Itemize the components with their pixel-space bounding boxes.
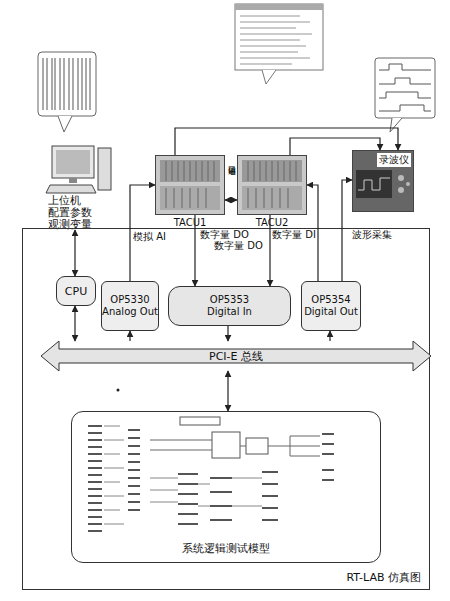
bus-band: PCI-E 总线 xyxy=(41,341,431,371)
screenshot-bubble xyxy=(38,52,96,116)
model-wires xyxy=(150,478,262,506)
oscilloscope-knob xyxy=(398,175,404,181)
process-box: CPU xyxy=(56,276,96,306)
model-wires xyxy=(150,436,320,456)
signal-label: 数字量 DO xyxy=(214,240,263,252)
monitor-stand xyxy=(69,178,77,183)
frame-title: RT-LAB 仿真图 xyxy=(347,570,421,585)
model-outports xyxy=(322,434,334,480)
frame-box: RT-LAB 仿真图 CPU OP5330 Analog Out OP5353 Dig… xyxy=(22,228,430,590)
tower-icon xyxy=(98,148,111,190)
model-inports xyxy=(88,426,102,531)
connector xyxy=(74,306,75,341)
connector xyxy=(74,230,75,276)
connector xyxy=(194,215,195,286)
signal-label: 模拟 AI xyxy=(133,231,166,243)
signal-label: 波形采集 xyxy=(352,229,392,241)
screenshot-window xyxy=(235,4,323,70)
model-blocks xyxy=(128,430,140,510)
bubble-pointer xyxy=(390,118,402,132)
cabinet-box: TACU1 xyxy=(155,155,225,215)
connector xyxy=(227,326,228,341)
waveform-trace xyxy=(379,64,431,70)
oscilloscope-box: 录波仪 xyxy=(352,150,414,212)
model-block xyxy=(180,417,220,425)
oscilloscope-screen xyxy=(356,170,392,198)
node-label: CPU xyxy=(65,285,87,298)
bubble-pointer xyxy=(58,116,72,132)
keyboard-icon xyxy=(46,185,96,193)
connector xyxy=(175,128,398,155)
host-computer: 上位机 配置参数 观测变量 xyxy=(35,140,115,230)
model-blocks xyxy=(262,472,278,520)
signal-label: 数字量 DI xyxy=(272,229,316,241)
waveform-bubble xyxy=(375,58,435,118)
node-label: TACU2 xyxy=(238,217,306,228)
cabinet-body xyxy=(155,155,225,215)
double-arrow-band xyxy=(41,341,431,371)
connector xyxy=(290,138,380,155)
oscilloscope-knob xyxy=(406,182,410,186)
model-box: 系统逻辑测试模型 xyxy=(71,411,381,563)
process-box: OP5354 Digital Out xyxy=(301,281,361,331)
node-label: TACU1 xyxy=(156,217,224,228)
signal-label: 数字量 DO xyxy=(200,229,249,241)
oscilloscope-knob xyxy=(398,187,404,193)
oscilloscope-trace xyxy=(358,178,390,190)
waveform-trace xyxy=(379,78,431,84)
process-box: OP5330 Analog Out xyxy=(101,281,159,331)
monitor-icon xyxy=(52,146,94,178)
model-block xyxy=(246,438,268,454)
cabinet-box: TACU2 xyxy=(237,155,307,215)
band-label: PCI-E 总线 xyxy=(209,349,263,364)
oscilloscope-body xyxy=(352,150,414,212)
node-label: 系统逻辑测试模型 xyxy=(72,541,380,556)
node-label: 录波仪 xyxy=(377,153,411,167)
model-blocks xyxy=(178,474,232,524)
connector xyxy=(342,180,352,281)
window-titlebar xyxy=(235,4,323,10)
connector xyxy=(269,215,270,286)
node-label: 上位机 配置参数 观测变量 xyxy=(48,195,94,231)
cabinet-body xyxy=(237,155,307,215)
connector xyxy=(129,331,130,341)
waveform-trace xyxy=(379,92,431,98)
waveform-trace xyxy=(379,105,431,111)
connector xyxy=(225,199,237,200)
cabinet-cards xyxy=(166,161,214,208)
connector xyxy=(227,371,228,411)
node-label: OP5330 Analog Out xyxy=(102,294,158,318)
process-box: OP5353 Digital In xyxy=(168,286,291,326)
connector xyxy=(329,331,330,341)
node-label: OP5354 Digital Out xyxy=(302,294,360,318)
screenshot-lines xyxy=(240,16,312,64)
cabinet-cards xyxy=(248,161,296,208)
model-block xyxy=(212,432,240,458)
stray-dot xyxy=(117,389,120,392)
bubble-pointer xyxy=(262,70,276,84)
node-label: OP5353 Digital In xyxy=(199,294,261,318)
bar-pattern xyxy=(43,58,90,110)
monitor-screen xyxy=(56,150,90,174)
model-wires xyxy=(104,426,124,524)
